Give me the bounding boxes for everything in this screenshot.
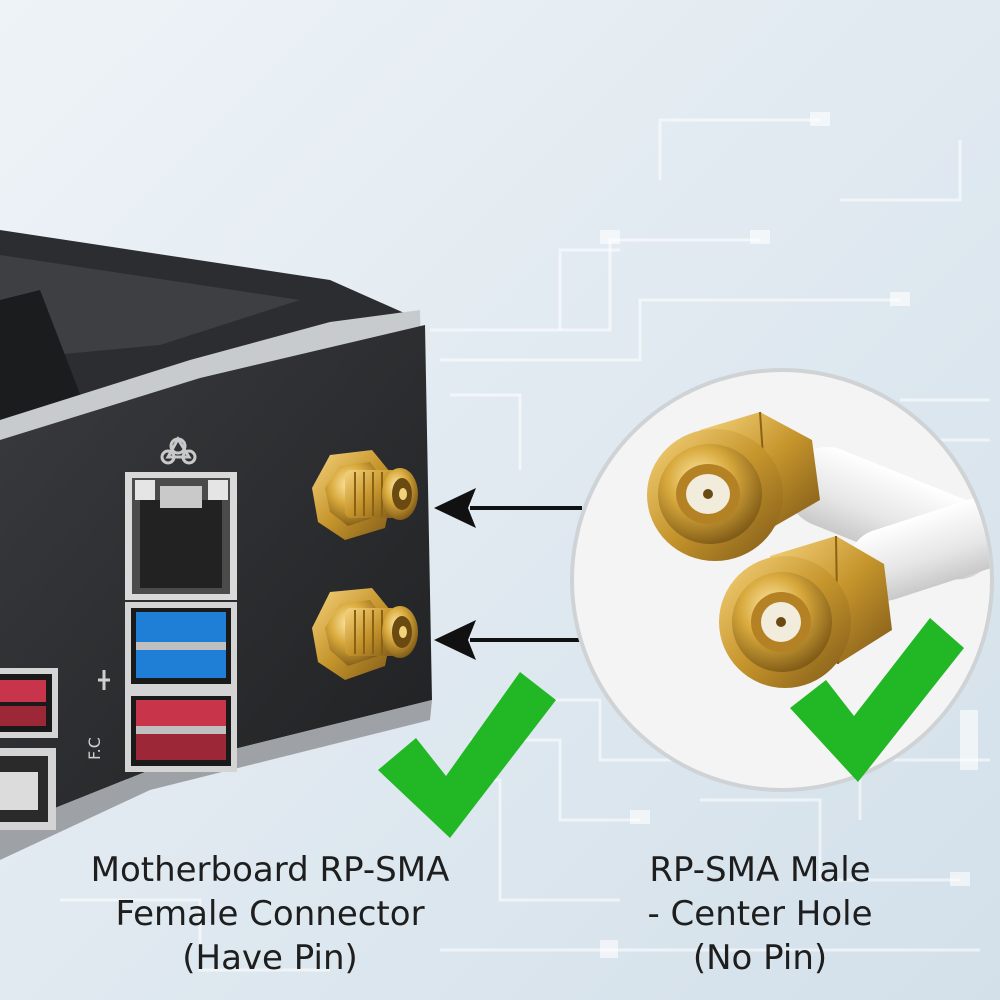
ethernet-port: [125, 472, 237, 600]
caption-right-line2: - Center Hole: [647, 894, 873, 934]
connector-inset: [570, 368, 994, 792]
rp-sma-female-connector-top: [312, 450, 418, 540]
rp-sma-male-connector-top: [647, 411, 820, 561]
usb-port-red: [125, 690, 237, 772]
caption-male-connector: RP-SMA Male - Center Hole (No Pin): [560, 848, 960, 980]
circuit-pattern: [60, 118, 990, 972]
rp-sma-male-connector-bottom: [719, 535, 892, 688]
usb-port-red-left: [0, 668, 58, 738]
caption-left-line2: Female Connector: [115, 894, 425, 934]
svg-text:F.C: F.C: [85, 737, 104, 760]
caption-right-line1: RP-SMA Male: [649, 850, 871, 890]
arrow-left-icon: [434, 488, 582, 528]
circuit-pads: [600, 112, 978, 958]
hdmi-port: [0, 748, 56, 830]
checkmark-icon: [378, 672, 556, 838]
usb-icon: F.C: [85, 670, 110, 760]
network-icon: [160, 436, 197, 465]
checkmark-icon-2: [790, 618, 964, 782]
caption-female-connector: Motherboard RP-SMA Female Connector (Hav…: [40, 848, 500, 980]
caption-left-line3: (Have Pin): [182, 938, 358, 978]
arrow-left-icon-2: [434, 620, 582, 660]
motherboard-heatsink: [0, 230, 420, 430]
caption-right-line3: (No Pin): [692, 938, 828, 978]
rp-sma-female-connector-bottom: [312, 588, 418, 680]
cable-bottom: [848, 489, 990, 601]
caption-left-line1: Motherboard RP-SMA: [90, 850, 450, 890]
usb-port-blue: [125, 602, 237, 690]
